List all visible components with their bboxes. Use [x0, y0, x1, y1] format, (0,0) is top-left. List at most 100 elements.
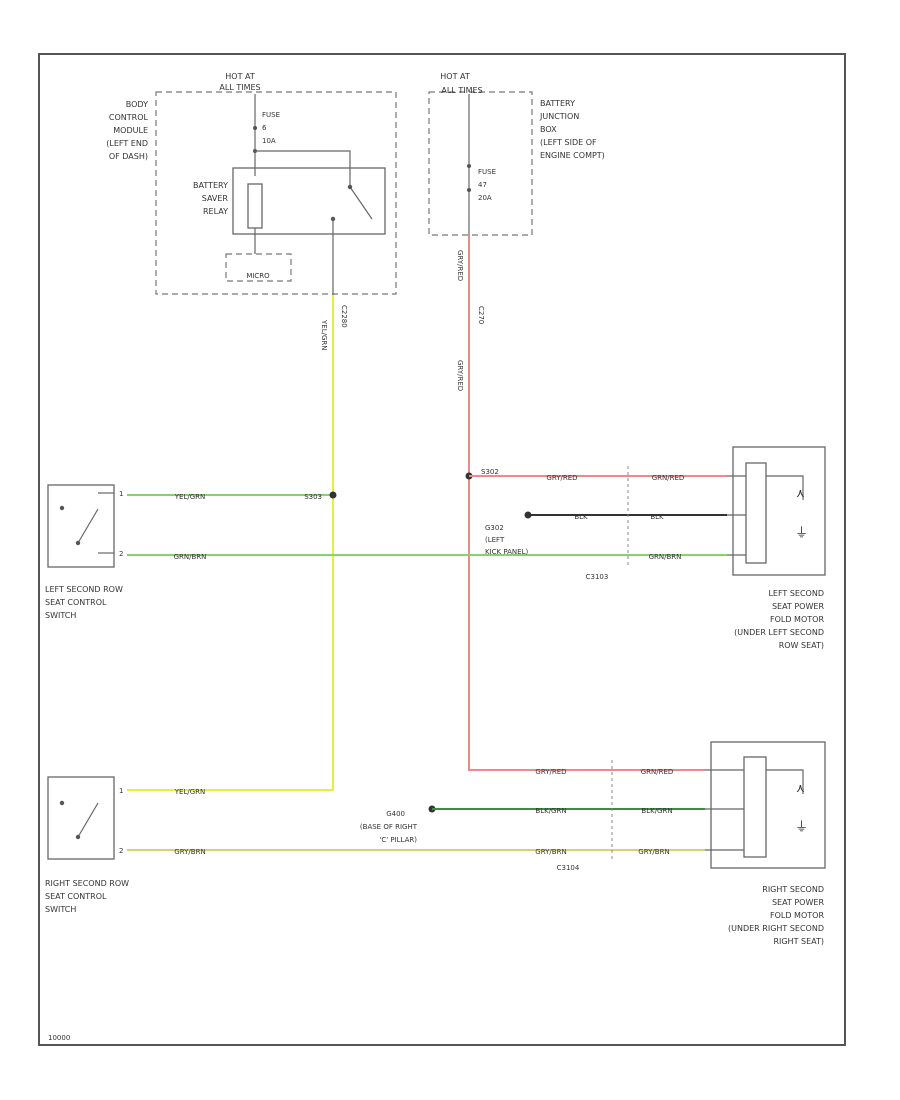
right-gray-brown-label-3: GRY/BRN: [638, 848, 669, 856]
right-motor-element: [743, 756, 767, 858]
bcm-label-5: OF DASH): [109, 152, 148, 161]
battery-saver-relay: [232, 167, 386, 235]
right-switch-label-1: RIGHT SECOND ROW: [45, 879, 129, 888]
right-switch-arm: [77, 802, 99, 838]
hot-label-left-2: ALL TIMES: [219, 83, 260, 92]
relay-contact-pivot: [347, 184, 353, 190]
red-vertical-wire: [468, 236, 705, 771]
bjb-label-2: JUNCTION: [539, 112, 579, 121]
left-black-label-1: BLK: [574, 513, 588, 521]
left-green-brown-label: GRN/BRN: [174, 553, 207, 561]
diagram-frame: [38, 53, 846, 1046]
fuse-right-label-2: 47: [478, 181, 487, 189]
left-switch-label-3: SWITCH: [45, 611, 76, 620]
right-switch-label-3: SWITCH: [45, 905, 76, 914]
s303-label: S303: [304, 493, 322, 501]
hot-label-right-1: HOT AT: [440, 72, 470, 81]
right-fold-motor: [710, 741, 826, 869]
bcm-label-1: BODY: [126, 100, 148, 109]
fuse-right-label-3: 20A: [478, 194, 492, 202]
bcm-dashed-box: [155, 91, 397, 295]
left-motor-symbol-icon: ⏚: [795, 526, 808, 541]
hot-label-left-1: HOT AT: [225, 72, 255, 81]
g400-label-2: (BASE OF RIGHT: [360, 823, 418, 831]
right-switch-pivot: [59, 800, 65, 806]
relay-label-1: BATTERY: [193, 181, 228, 190]
left-fold-motor: [732, 446, 826, 576]
relay-contact-arm: [349, 186, 373, 220]
yellow-vertical-wire: [127, 295, 334, 791]
fuse-left-label-3: 10A: [262, 137, 276, 145]
left-green-brown-label-2: GRN/BRN: [649, 553, 682, 561]
right-motor-symbol-icon: ⏚: [795, 820, 808, 835]
bcm-label-2: CONTROL: [109, 113, 149, 122]
left-motor-winding: [766, 475, 804, 500]
right-motor-label-1: RIGHT SECOND: [762, 885, 824, 894]
right-motor-label-2: SEAT POWER: [772, 898, 825, 907]
left-seat-switch: [47, 484, 115, 568]
fuse-left-label-2: 6: [262, 124, 267, 132]
c3104-label: C3104: [557, 864, 580, 872]
right-switch-contact: [75, 834, 81, 840]
right-switch-pin-2: 2: [119, 847, 123, 855]
relay-label-2: SAVER: [202, 194, 229, 203]
g400-label-1: G400: [386, 810, 405, 818]
red-vertical-label-1: GRY/RED: [456, 250, 464, 281]
right-motor-arrow-icon: ⋏: [796, 781, 805, 795]
left-switch-pin-1: 1: [119, 490, 123, 498]
footer-code: 10000: [48, 1034, 70, 1042]
bjb-label-4: (LEFT SIDE OF: [540, 138, 597, 147]
micro-box: [225, 253, 292, 282]
right-yellow-label: YEL/GRN: [174, 788, 205, 796]
left-motor-arrow-icon: ⋏: [796, 486, 805, 500]
right-motor-label-4: (UNDER RIGHT SECOND: [728, 924, 824, 933]
bcm-label-4: (LEFT END: [106, 139, 148, 148]
right-gray-brown-label-1: GRY/BRN: [174, 848, 205, 856]
hot-label-right-2: ALL TIMES: [441, 86, 482, 95]
relay-contact-feed: [255, 150, 351, 187]
left-switch-label-1: LEFT SECOND ROW: [45, 585, 123, 594]
s303-splice: [329, 491, 337, 499]
bjb-label-5: ENGINE COMPT): [540, 151, 605, 160]
left-red-label-2: GRN/RED: [652, 474, 685, 482]
g302-label-2: (LEFT: [485, 536, 505, 544]
relay-coil: [247, 183, 263, 229]
left-switch-contact: [75, 540, 81, 546]
left-motor-element: [745, 462, 767, 564]
right-switch-pin-1: 1: [119, 787, 123, 795]
left-switch-label-2: SEAT CONTROL: [45, 598, 107, 607]
left-black-label-2: BLK: [650, 513, 664, 521]
left-switch-arm: [77, 508, 99, 544]
left-motor-label-5: ROW SEAT): [779, 641, 824, 650]
right-black-green-label-1: BLK/GRN: [535, 807, 566, 815]
g400-label-3: 'C' PILLAR): [379, 836, 417, 844]
left-motor-label-3: FOLD MOTOR: [770, 615, 824, 624]
g302-label-3: KICK PANEL): [485, 548, 528, 556]
right-red-label-2: GRN/RED: [641, 768, 674, 776]
right-motor-label-5: RIGHT SEAT): [773, 937, 824, 946]
micro-label: MICRO: [246, 272, 270, 280]
right-switch-label-2: SEAT CONTROL: [45, 892, 107, 901]
left-motor-label-4: (UNDER LEFT SECOND: [734, 628, 824, 637]
right-seat-switch: [47, 776, 115, 860]
left-motor-label-2: SEAT POWER: [772, 602, 825, 611]
left-motor-label-1: LEFT SECOND: [768, 589, 824, 598]
right-red-label-1: GRY/RED: [535, 768, 566, 776]
relay-label-3: RELAY: [203, 207, 228, 216]
left-switch-pin-2: 2: [119, 550, 123, 558]
c270-label: C270: [477, 306, 485, 324]
left-red-label-1: GRY/RED: [546, 474, 577, 482]
right-motor-winding: [766, 769, 804, 794]
right-gray-brown-label-2: GRY/BRN: [535, 848, 566, 856]
red-vertical-label-2: GRY/RED: [456, 360, 464, 391]
s302-label: S302: [481, 468, 499, 476]
right-black-green-label-2: BLK/GRN: [641, 807, 672, 815]
c2280-label: C2280: [340, 305, 348, 328]
bcm-label-3: MODULE: [113, 126, 148, 135]
fuse-right-terminal-top: [467, 164, 471, 168]
yellow-vertical-label: YEL/GRN: [320, 319, 328, 350]
left-switch-pivot: [59, 505, 65, 511]
c3103-label: C3103: [586, 573, 609, 581]
bjb-dashed-box: [428, 91, 533, 236]
